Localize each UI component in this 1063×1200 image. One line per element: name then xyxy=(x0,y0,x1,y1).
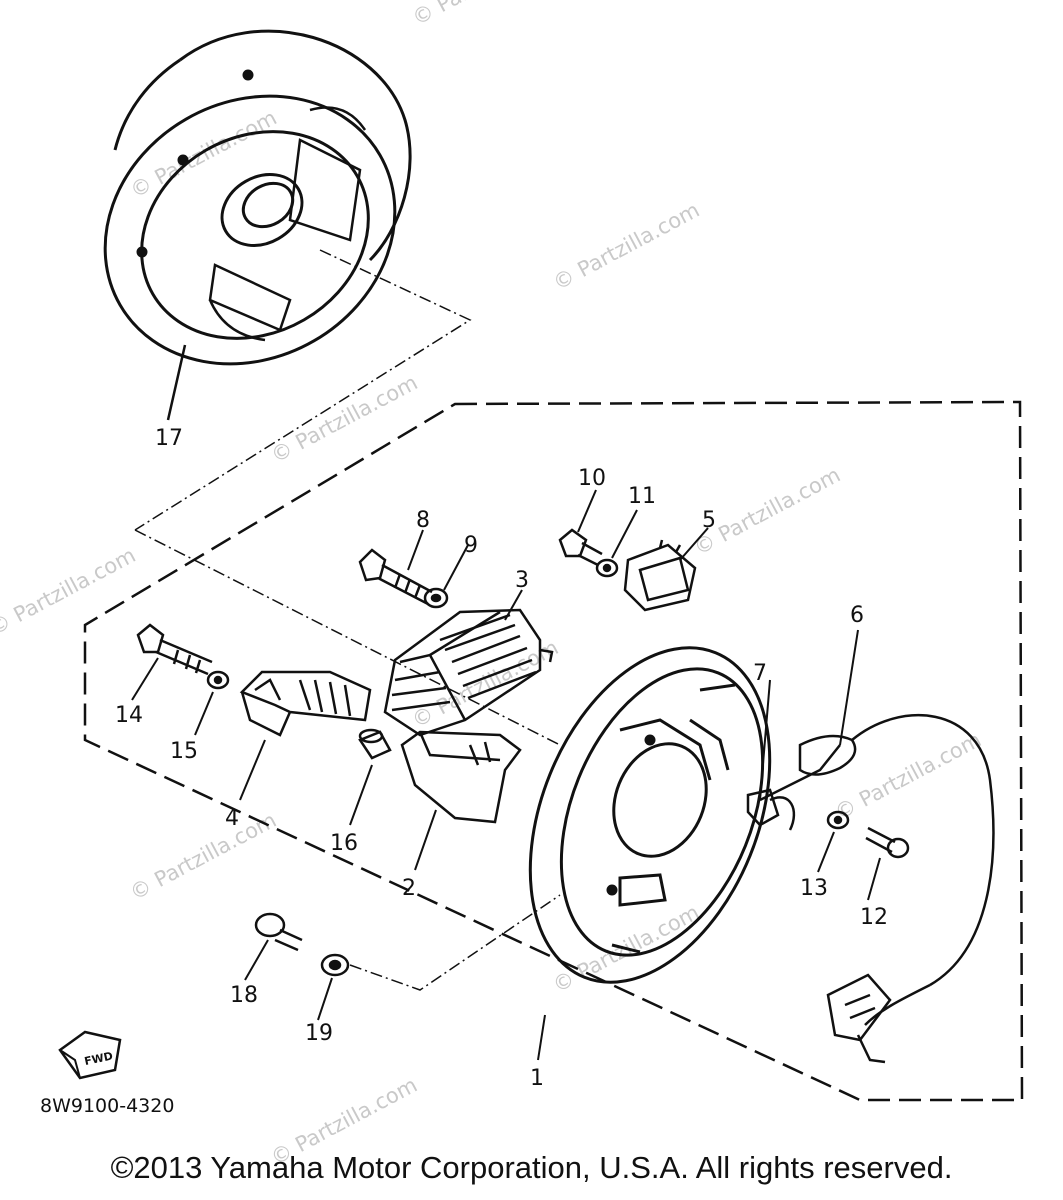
forward-arrow-icon: FWD xyxy=(58,1030,122,1080)
washer-part-11 xyxy=(595,558,619,578)
watermark-layer: © Partzilla.com © Partzilla.com © Partzi… xyxy=(0,0,985,1170)
coil-part-3 xyxy=(383,608,554,737)
callout-3: 3 xyxy=(515,568,529,593)
leader-line-17 xyxy=(166,344,187,421)
leader-line-9 xyxy=(443,544,469,591)
leader-line-18 xyxy=(244,939,269,981)
callout-19: 19 xyxy=(305,1021,333,1046)
callout-10: 10 xyxy=(578,466,606,491)
leader-line-6 xyxy=(839,629,859,746)
assembly-outline xyxy=(83,400,1024,1102)
alignment-line xyxy=(134,249,472,531)
collar-part-16 xyxy=(358,728,392,760)
bolt-part-8 xyxy=(358,548,433,606)
washer-part-9 xyxy=(423,587,449,609)
stator-base-plate-part xyxy=(528,646,772,984)
callout-2: 2 xyxy=(402,876,416,901)
leader-line-16 xyxy=(349,764,373,826)
leader-line-3 xyxy=(504,589,523,621)
screw-part-12 xyxy=(865,826,910,859)
wire-harness xyxy=(759,713,995,1064)
leader-line-14 xyxy=(131,657,159,701)
callout-7: 7 xyxy=(753,661,767,686)
leader-line-8 xyxy=(407,529,424,571)
alignment-line xyxy=(134,529,561,746)
watermark-text: © Partzilla.com xyxy=(408,0,562,30)
coil-part-4 xyxy=(239,670,372,737)
leader-line-12 xyxy=(867,857,881,901)
callout-16: 16 xyxy=(330,831,358,856)
callout-12: 12 xyxy=(860,905,888,930)
watermark-text: © Partzilla.com xyxy=(0,543,140,640)
callout-1: 1 xyxy=(530,1066,544,1091)
washer-part-13 xyxy=(826,810,850,830)
bolt-part-14 xyxy=(136,623,213,676)
leader-line-11 xyxy=(611,509,638,559)
watermark-text: © Partzilla.com xyxy=(549,198,703,295)
callout-18: 18 xyxy=(230,983,258,1008)
callout-14: 14 xyxy=(115,703,143,728)
washer-part-15 xyxy=(206,670,230,690)
leader-line-19 xyxy=(317,977,333,1021)
coil-part-5 xyxy=(623,539,697,612)
leader-line-10 xyxy=(577,489,597,533)
callout-9: 9 xyxy=(464,533,478,558)
washer-part-19 xyxy=(320,953,350,977)
coil-part-2 xyxy=(400,730,522,824)
flywheel-rotor-part xyxy=(103,29,412,366)
alignment-line xyxy=(349,894,561,991)
callout-13: 13 xyxy=(800,876,828,901)
callout-6: 6 xyxy=(850,603,864,628)
leader-line-13 xyxy=(817,831,835,873)
callout-11: 11 xyxy=(628,484,656,509)
watermark-text: © Partzilla.com xyxy=(267,370,421,467)
leader-line-2 xyxy=(414,809,437,871)
leader-line-5 xyxy=(679,527,709,561)
copyright-notice: ©2013 Yamaha Motor Corporation, U.S.A. A… xyxy=(110,1150,953,1185)
fwd-label: FWD xyxy=(83,1049,114,1068)
leader-line-7 xyxy=(759,679,771,801)
callout-17: 17 xyxy=(155,426,183,451)
clamp-part-7 xyxy=(746,788,796,831)
leader-line-15 xyxy=(194,691,214,736)
callout-5: 5 xyxy=(702,508,716,533)
watermark-text: © Partzilla.com xyxy=(126,808,280,905)
leader-line-1 xyxy=(537,1014,546,1061)
screw-part-18 xyxy=(254,912,303,952)
bolt-part-10 xyxy=(558,528,603,567)
diagram-code: 8W9100-4320 xyxy=(40,1095,174,1117)
callout-15: 15 xyxy=(170,739,198,764)
leader-line-4 xyxy=(239,739,266,801)
callout-8: 8 xyxy=(416,508,430,533)
callout-4: 4 xyxy=(225,806,239,831)
